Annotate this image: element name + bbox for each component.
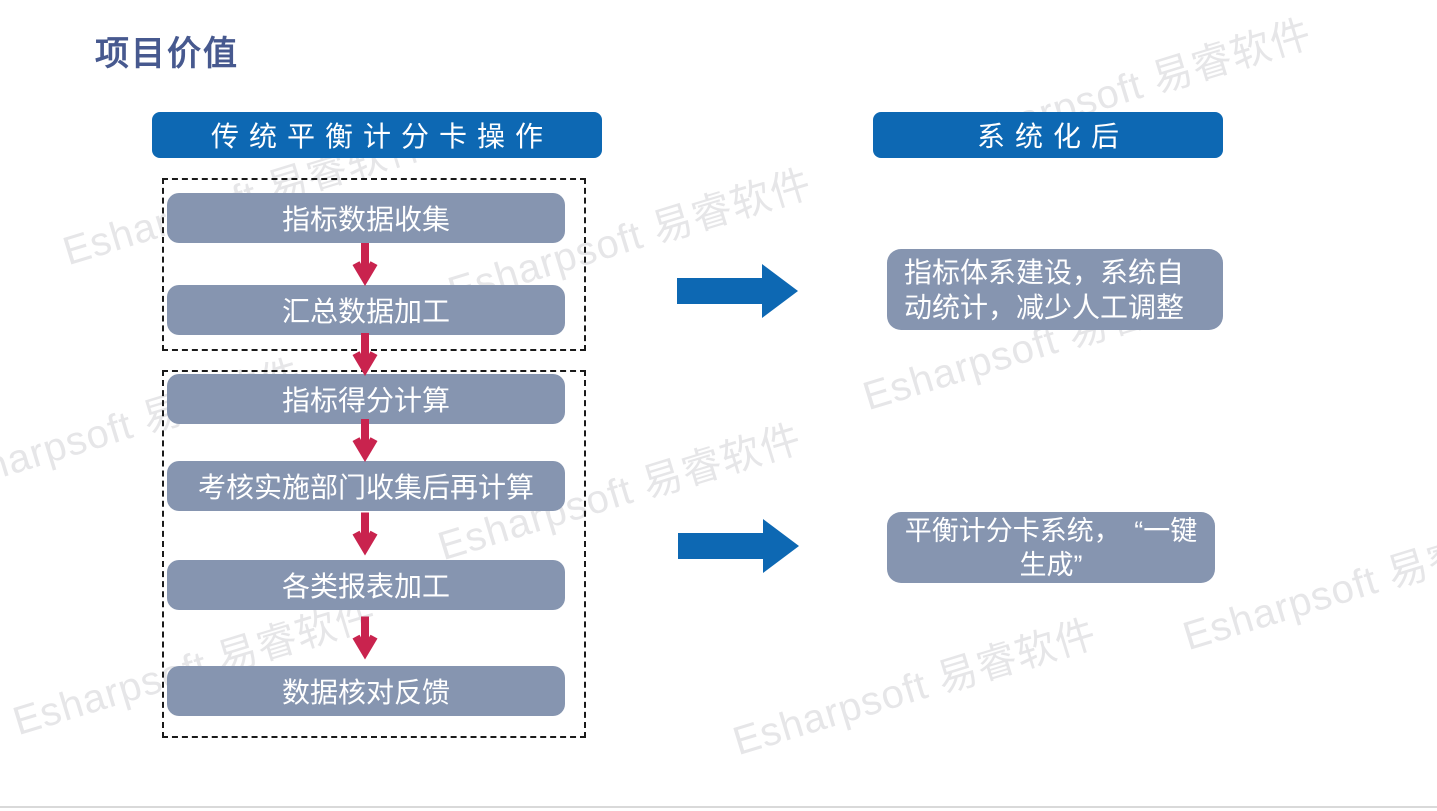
outcome-box: 平衡计分卡系统， “一键生成”	[887, 512, 1215, 583]
page-title: 项目价值	[95, 35, 239, 73]
flow-step-box: 指标得分计算	[167, 374, 565, 424]
down-arrow-icon	[350, 333, 380, 377]
dashed-group-calculation	[162, 370, 586, 738]
down-arrow-icon	[350, 419, 380, 463]
dashed-group-data-collection	[162, 178, 586, 351]
right-arrow-icon	[678, 519, 800, 573]
slide-bottom-border	[0, 806, 1437, 808]
right-arrow-icon	[677, 264, 799, 318]
outcome-box: 指标体系建设，系统自动统计，减少人工调整	[887, 249, 1223, 330]
left-column-header: 传统平衡计分卡操作	[152, 112, 602, 158]
flow-step-box: 数据核对反馈	[167, 666, 565, 716]
flow-step-box: 考核实施部门收集后再计算	[167, 461, 565, 511]
flow-step-box: 指标数据收集	[167, 193, 565, 243]
flow-step-box: 汇总数据加工	[167, 285, 565, 335]
down-arrow-icon	[350, 611, 380, 666]
down-arrow-icon	[350, 510, 380, 559]
down-arrow-icon	[350, 243, 380, 287]
right-column-header: 系统化后	[873, 112, 1223, 158]
flow-step-box: 各类报表加工	[167, 560, 565, 610]
